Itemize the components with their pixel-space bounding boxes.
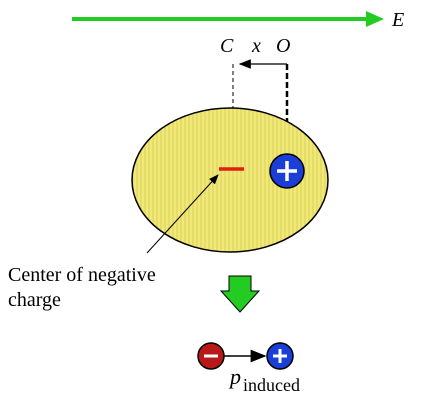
center-label: C	[220, 35, 234, 57]
electric-field-arrow	[72, 11, 384, 27]
distance-label: x	[251, 35, 261, 57]
dipole-negative-charge	[197, 342, 225, 370]
dipole-subscript: induced	[243, 375, 300, 395]
down-arrow	[219, 275, 261, 313]
nucleus	[269, 153, 305, 189]
field-label: E	[391, 9, 404, 31]
dipole-positive-charge	[266, 342, 294, 370]
pointer-line	[146, 174, 219, 254]
negative-center-caption-line2: charge	[8, 289, 61, 311]
dipole-label: p	[228, 364, 241, 389]
origin-label: O	[276, 35, 290, 57]
negative-center-caption-line1: Center of negative	[8, 264, 156, 286]
